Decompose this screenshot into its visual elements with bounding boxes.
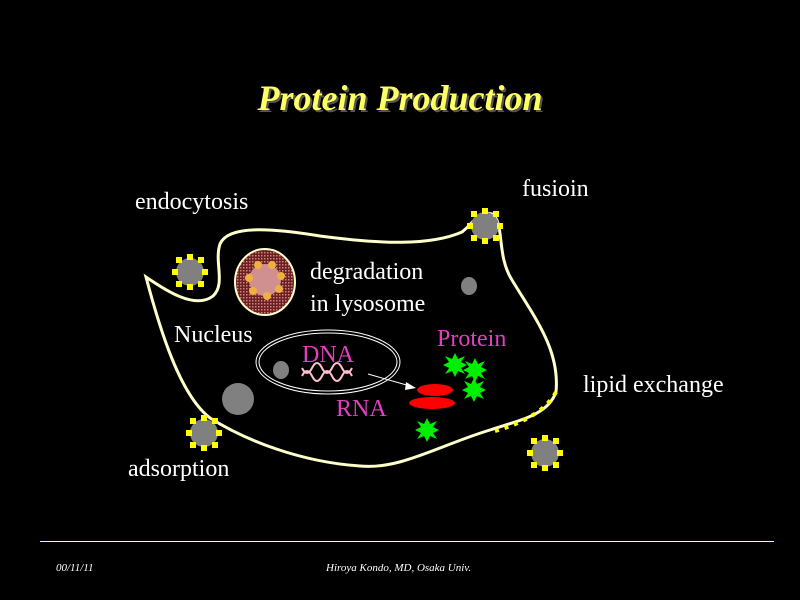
protein-molecule	[463, 358, 487, 382]
virus-particle-endocytosis	[172, 254, 208, 290]
dna-helix	[301, 362, 353, 382]
transcription-arrow	[367, 373, 411, 387]
protein-molecule	[443, 353, 467, 377]
footer-author: Hiroya Kondo, MD, Osaka Univ.	[326, 562, 472, 574]
rna-strand	[409, 397, 455, 409]
label-rna: RNA	[336, 396, 387, 422]
virus-particle-fusion	[467, 208, 503, 244]
label-degradation-1: degradation	[310, 259, 424, 285]
protein-molecule	[415, 418, 439, 442]
footer-date: 00/11/11	[56, 562, 94, 574]
organelle-large	[222, 383, 254, 415]
label-nucleus: Nucleus	[174, 322, 253, 348]
label-adsorption: adsorption	[128, 456, 230, 482]
cell-membrane	[143, 211, 558, 468]
virus-particle-adsorption	[186, 415, 222, 451]
organelle-small	[461, 277, 477, 295]
lysosome	[234, 248, 296, 316]
protein-molecule	[462, 378, 486, 402]
rna-strand	[417, 384, 453, 396]
label-dna: DNA	[302, 342, 354, 368]
label-fusion: fusioin	[522, 176, 589, 202]
label-lipid-exchange: lipid exchange	[583, 372, 724, 398]
virus-particle-lipid-exchange	[527, 435, 563, 471]
organelle-nucleolus	[273, 361, 289, 379]
label-degradation-2: in lysosome	[310, 291, 426, 317]
label-protein: Protein	[437, 326, 507, 352]
slide-title: Protein Production	[257, 78, 543, 118]
footer-divider	[40, 541, 774, 542]
label-endocytosis: endocytosis	[135, 189, 249, 215]
nucleus	[255, 329, 401, 395]
